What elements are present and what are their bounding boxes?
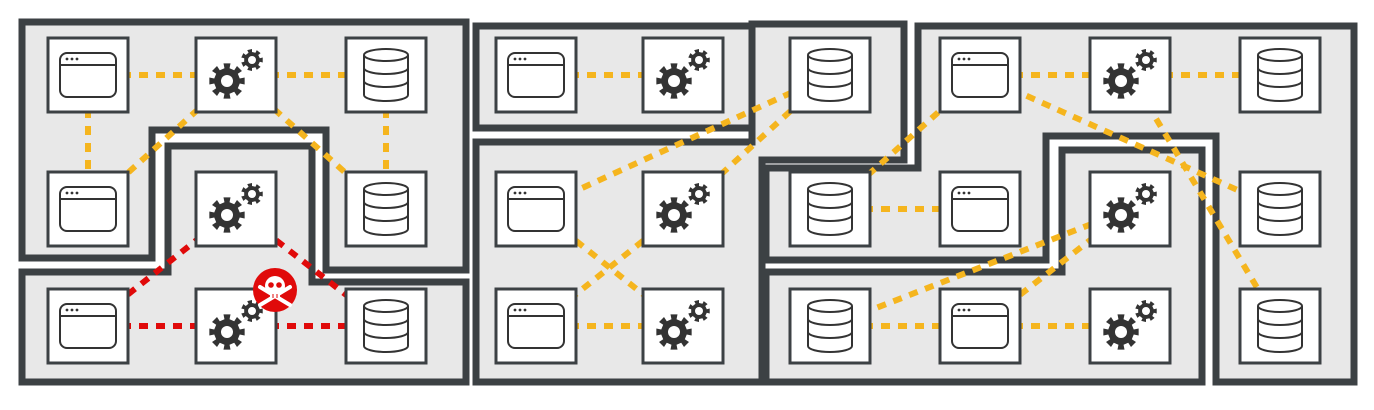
app-window-icon [507,303,565,349]
node-win-r2c4[interactable] [494,170,578,248]
gears-icon [656,49,710,99]
node-win-r2c7[interactable] [938,170,1022,248]
gears-icon [656,183,710,233]
node-gears-r1c5[interactable] [641,36,725,114]
node-db-r3c3[interactable] [344,287,428,365]
node-db-r1c9[interactable] [1238,36,1322,114]
app-window-icon [951,303,1009,349]
database-icon [363,48,409,102]
node-win-r1c7[interactable] [938,36,1022,114]
node-db-r2c3[interactable] [344,170,428,248]
link [828,206,1132,329]
link [978,72,1282,212]
node-win-r3c7[interactable] [938,287,1022,365]
gears-icon [1103,49,1157,99]
gears-icon [209,49,263,99]
node-gears-r3c2[interactable] [194,287,278,365]
database-icon [1257,48,1303,102]
database-icon [807,299,853,353]
node-win-r3c1[interactable] [46,287,130,365]
skull-crossbones-icon [253,268,297,312]
gears-icon [209,300,263,350]
node-win-r1c4[interactable] [494,36,578,114]
zone-5 [762,22,1358,386]
app-window-icon [59,186,117,232]
gears-icon [1103,300,1157,350]
node-db-r2c6[interactable] [788,170,872,248]
threat-badge [253,268,297,312]
database-icon [363,299,409,353]
node-gears-r2c8[interactable] [1088,170,1172,248]
app-window-icon [59,52,117,98]
app-window-icon [507,52,565,98]
node-db-r3c6[interactable] [788,287,872,365]
service-nodes [46,36,1322,365]
node-gears-r1c8[interactable] [1088,36,1172,114]
node-db-r1c3[interactable] [344,36,428,114]
gears-icon [656,300,710,350]
node-win-r3c4[interactable] [494,287,578,365]
node-gears-r2c5[interactable] [641,170,725,248]
app-window-icon [59,303,117,349]
app-window-icon [951,186,1009,232]
node-gears-r3c5[interactable] [641,287,725,365]
node-gears-r3c8[interactable] [1088,287,1172,365]
node-gears-r1c2[interactable] [194,36,278,114]
node-win-r2c1[interactable] [46,170,130,248]
node-db-r1c6[interactable] [788,36,872,114]
app-window-icon [507,186,565,232]
node-db-r2c9[interactable] [1238,170,1322,248]
node-db-r3c9[interactable] [1238,287,1322,365]
database-icon [363,182,409,236]
database-icon [807,48,853,102]
link [534,72,832,212]
node-win-r1c1[interactable] [46,36,130,114]
database-icon [1257,182,1303,236]
link [1127,73,1283,328]
database-icon [807,182,853,236]
gears-icon [209,183,263,233]
node-gears-r2c2[interactable] [194,170,278,248]
app-window-icon [951,52,1009,98]
gears-icon [1103,183,1157,233]
database-icon [1257,299,1303,353]
